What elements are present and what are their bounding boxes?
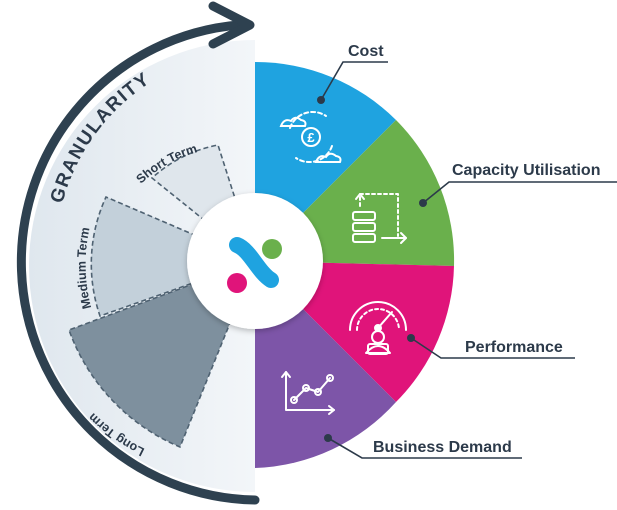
arrow-head-icon (208, 1, 255, 49)
cost-label: Cost (348, 43, 384, 60)
medium-term-label: Medium Term (75, 226, 95, 310)
medium-term-wedge (90, 195, 258, 318)
callout-dots (317, 96, 427, 442)
trend-chart-icon (281, 371, 335, 415)
brand-logo-icon (227, 237, 282, 293)
gauge-user-icon (349, 301, 407, 355)
business-demand-label: Business Demand (373, 439, 512, 456)
svg-text:£: £ (307, 130, 315, 145)
granularity-arrow (16, 20, 260, 505)
coins-cycle-icon: £ (279, 111, 342, 163)
capacity-utilisation-label: Capacity Utilisation (452, 162, 600, 179)
server-capacity-icon (352, 193, 407, 244)
performance-label: Performance (465, 339, 563, 356)
callout-lines (320, 61, 617, 459)
